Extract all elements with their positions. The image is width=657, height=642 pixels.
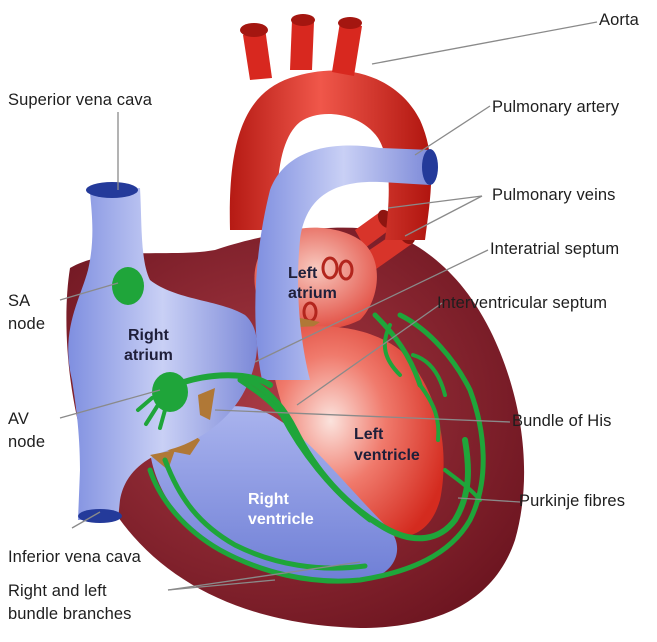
label-bundle-of-his: Bundle of His: [512, 410, 611, 432]
label-purkinje-fibres: Purkinje fibres: [519, 490, 625, 512]
label-aorta: Aorta: [599, 9, 639, 31]
label-left-atrium-2: atrium: [288, 284, 337, 304]
label-superior-vena-cava: Superior vena cava: [8, 89, 152, 111]
sa-node: [112, 267, 144, 305]
label-right-atrium-2: atrium: [124, 346, 173, 366]
label-right-ventricle-1: Right: [248, 490, 289, 510]
label-sa-node-2: node: [8, 313, 45, 335]
label-av-node-1: AV: [8, 408, 29, 430]
label-inferior-vena-cava: Inferior vena cava: [8, 546, 141, 568]
label-sa-node-1: SA: [8, 290, 30, 312]
label-bundle-branches-1: Right and left: [8, 580, 107, 602]
label-left-atrium-1: Left: [288, 264, 317, 284]
label-pulmonary-veins: Pulmonary veins: [492, 184, 615, 206]
label-pulmonary-artery: Pulmonary artery: [492, 96, 619, 118]
label-left-ventricle-1: Left: [354, 425, 383, 445]
label-av-node-2: node: [8, 431, 45, 453]
label-interventricular-septum: Interventricular septum: [437, 292, 607, 314]
label-interatrial-septum: Interatrial septum: [490, 238, 619, 260]
label-right-ventricle-2: ventricle: [248, 510, 314, 530]
label-left-ventricle-2: ventricle: [354, 446, 420, 466]
label-right-atrium-1: Right: [128, 326, 169, 346]
label-bundle-branches-2: bundle branches: [8, 603, 132, 625]
